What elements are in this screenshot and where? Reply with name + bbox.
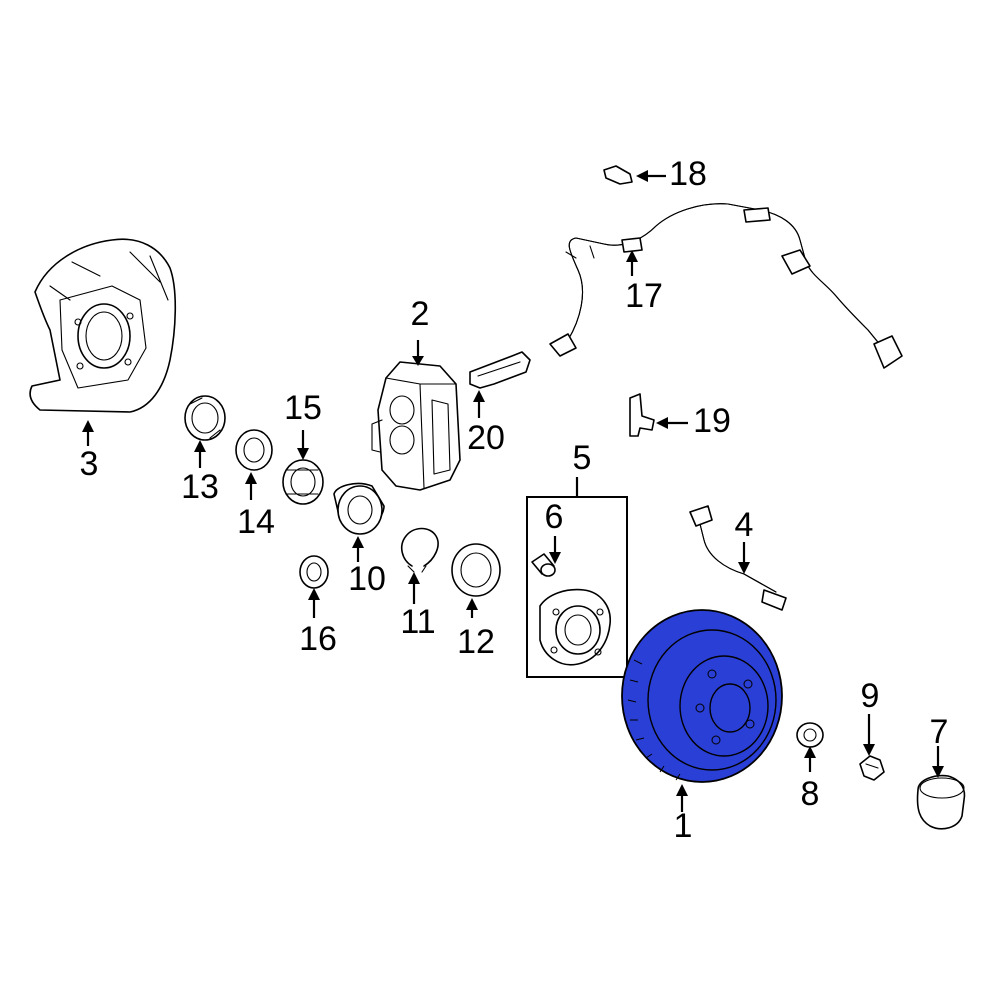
callout-14[interactable]: 14 bbox=[237, 503, 275, 541]
part-10-bearing[interactable] bbox=[333, 482, 385, 535]
part-13-seal[interactable] bbox=[184, 395, 226, 441]
part-19-bracket[interactable] bbox=[629, 393, 655, 437]
callout-1[interactable]: 1 bbox=[674, 807, 693, 845]
callout-9[interactable]: 9 bbox=[861, 677, 880, 715]
callout-17[interactable]: 17 bbox=[625, 277, 663, 315]
callout-6[interactable]: 6 bbox=[545, 498, 564, 536]
callout-2[interactable]: 2 bbox=[411, 295, 430, 333]
callout-labels: 1 2 3 4 5 6 7 8 9 10 11 12 13 14 15 16 1… bbox=[80, 155, 949, 845]
part-3-dust-shield[interactable] bbox=[29, 238, 177, 413]
callout-4[interactable]: 4 bbox=[735, 506, 754, 544]
part-2-caliper[interactable] bbox=[371, 361, 461, 491]
callout-16[interactable]: 16 bbox=[299, 620, 337, 658]
part-17-abs-wire[interactable] bbox=[549, 203, 903, 369]
callout-8[interactable]: 8 bbox=[801, 775, 820, 813]
part-9-lug-nut[interactable] bbox=[859, 755, 885, 781]
leader-lines bbox=[82, 170, 944, 812]
part-16-washer[interactable] bbox=[299, 555, 329, 589]
callout-7[interactable]: 7 bbox=[930, 713, 949, 751]
callout-3[interactable]: 3 bbox=[80, 445, 99, 483]
part-18-clip[interactable] bbox=[603, 165, 633, 185]
part-6-stud[interactable] bbox=[531, 553, 556, 577]
callout-11[interactable]: 11 bbox=[400, 603, 435, 641]
part-4-brake-hose[interactable] bbox=[689, 505, 787, 611]
part-15-bearing[interactable] bbox=[282, 459, 324, 505]
callout-10[interactable]: 10 bbox=[348, 560, 386, 598]
callout-12[interactable]: 12 bbox=[457, 623, 495, 661]
callout-18[interactable]: 18 bbox=[669, 155, 707, 193]
callout-13[interactable]: 13 bbox=[181, 468, 219, 506]
part-5-hub-assembly[interactable] bbox=[526, 496, 628, 678]
callout-15[interactable]: 15 bbox=[284, 389, 322, 427]
callout-5[interactable]: 5 bbox=[573, 439, 592, 477]
part-12-seal[interactable] bbox=[451, 543, 501, 597]
part-11-snap-ring[interactable] bbox=[400, 527, 439, 573]
callout-19[interactable]: 19 bbox=[693, 402, 731, 440]
part-7-hub-cap[interactable] bbox=[916, 774, 966, 830]
part-1-brake-rotor[interactable] bbox=[621, 609, 783, 783]
part-20-pad-clip[interactable] bbox=[469, 351, 531, 389]
part-14-race[interactable] bbox=[235, 429, 273, 471]
callout-20[interactable]: 20 bbox=[467, 419, 505, 457]
part-8-spacer[interactable] bbox=[796, 722, 824, 748]
